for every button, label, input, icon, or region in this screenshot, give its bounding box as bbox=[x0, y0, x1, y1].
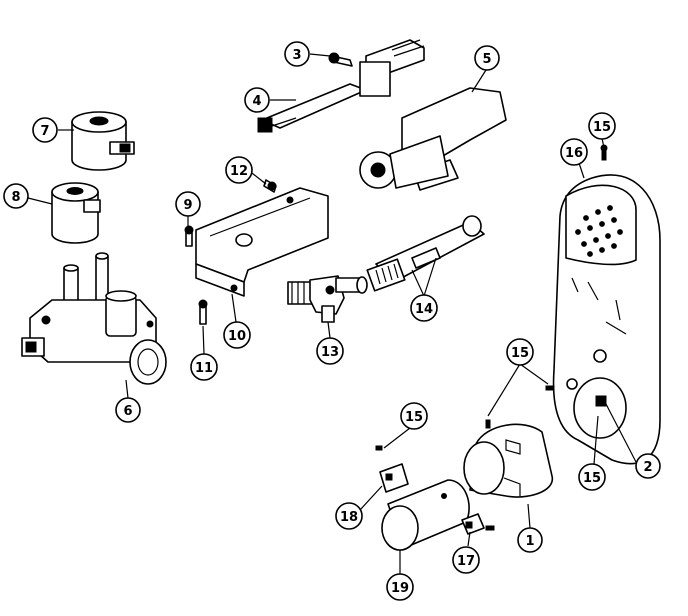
callout-15-bottom: 15 bbox=[578, 463, 606, 491]
part-screw-9 bbox=[184, 225, 194, 247]
callout-11: 11 bbox=[190, 353, 218, 381]
svg-text:5: 5 bbox=[482, 52, 491, 67]
part-mounting-bracket bbox=[195, 187, 329, 297]
part-ignitor bbox=[359, 39, 425, 97]
svg-text:2: 2 bbox=[643, 460, 652, 475]
svg-text:4: 4 bbox=[252, 94, 261, 109]
part-ignitor-wire bbox=[257, 83, 367, 133]
callout-1: 1 bbox=[517, 527, 543, 553]
callout-9: 9 bbox=[175, 191, 201, 217]
part-screw-11 bbox=[198, 299, 208, 325]
callout-15-top: 15 bbox=[588, 112, 616, 140]
leader-lines bbox=[27, 53, 637, 574]
part-burner-cylinder bbox=[381, 479, 470, 551]
svg-text:12: 12 bbox=[230, 164, 248, 179]
svg-text:15: 15 bbox=[405, 410, 423, 425]
callout-7: 7 bbox=[32, 117, 58, 143]
part-screw-15-group bbox=[375, 144, 608, 531]
callout-15-left: 15 bbox=[400, 402, 428, 430]
svg-text:8: 8 bbox=[11, 190, 20, 205]
callout-16: 16 bbox=[560, 138, 588, 166]
part-screw-12 bbox=[263, 179, 277, 193]
svg-text:3: 3 bbox=[292, 48, 301, 63]
svg-text:17: 17 bbox=[457, 554, 475, 569]
svg-text:15: 15 bbox=[511, 346, 529, 361]
part-clip-18 bbox=[379, 463, 409, 493]
callout-18: 18 bbox=[335, 502, 363, 530]
callout-14: 14 bbox=[410, 294, 438, 322]
svg-text:15: 15 bbox=[583, 471, 601, 486]
callout-13: 13 bbox=[316, 337, 344, 365]
svg-text:6: 6 bbox=[123, 404, 132, 419]
svg-text:19: 19 bbox=[391, 581, 409, 596]
callout-6: 6 bbox=[115, 397, 141, 423]
part-screw-3 bbox=[328, 52, 353, 67]
svg-text:14: 14 bbox=[415, 302, 433, 317]
callout-15-shield: 15 bbox=[506, 338, 534, 366]
callout-12: 12 bbox=[225, 156, 253, 184]
callout-19: 19 bbox=[386, 573, 414, 601]
callout-10: 10 bbox=[223, 321, 251, 349]
callout-2: 2 bbox=[635, 453, 661, 479]
part-burner-holder bbox=[359, 87, 507, 191]
part-coil-upper bbox=[71, 111, 135, 171]
callout-4: 4 bbox=[244, 87, 270, 113]
part-gas-valve bbox=[21, 252, 167, 385]
svg-text:13: 13 bbox=[321, 345, 339, 360]
part-burner-cover bbox=[552, 174, 661, 465]
svg-text:1: 1 bbox=[525, 534, 534, 549]
svg-text:15: 15 bbox=[593, 120, 611, 135]
callout-17: 17 bbox=[452, 546, 480, 574]
part-coil-lower bbox=[51, 182, 101, 244]
svg-text:16: 16 bbox=[565, 146, 583, 161]
part-burner-tube bbox=[366, 215, 485, 292]
part-flame-shield bbox=[463, 423, 553, 498]
svg-text:10: 10 bbox=[228, 329, 246, 344]
svg-text:11: 11 bbox=[195, 361, 213, 376]
svg-text:9: 9 bbox=[183, 198, 192, 213]
part-clip-17 bbox=[461, 513, 485, 535]
part-orifice-fitting bbox=[287, 275, 368, 323]
callout-3: 3 bbox=[284, 41, 310, 67]
callout-5: 5 bbox=[474, 45, 500, 71]
callout-8: 8 bbox=[3, 183, 29, 209]
svg-text:18: 18 bbox=[340, 510, 358, 525]
svg-text:7: 7 bbox=[40, 124, 49, 139]
